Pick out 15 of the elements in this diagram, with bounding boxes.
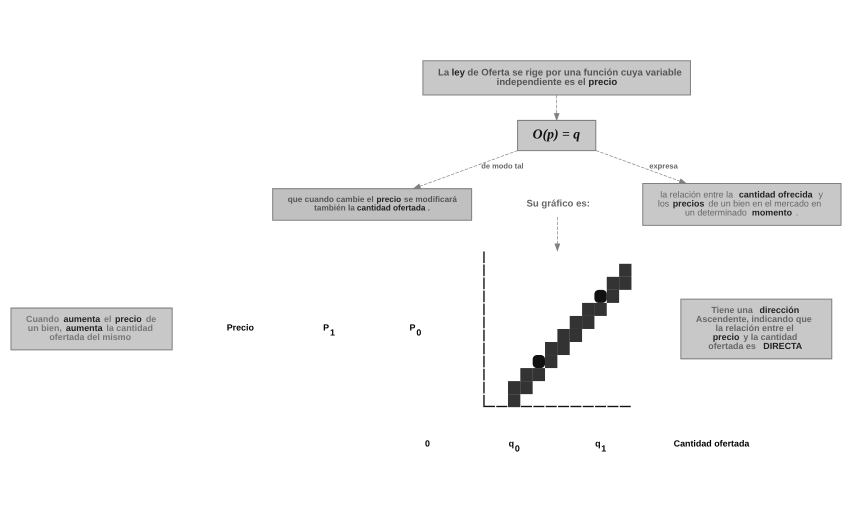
node-box: La ley de Oferta se rige por una función cuya variable independiente es el precio <box>422 60 691 96</box>
node-box: la relación entre la cantidad ofrecida y los precios de un bien en el mercado en un determinado momento. <box>642 183 842 226</box>
edge-label: de modo tal <box>481 161 524 170</box>
node-text: Su gráfico es: <box>526 198 590 210</box>
label: Precio <box>226 322 254 333</box>
arrow <box>412 150 518 189</box>
node-box: Cuando aumenta el precio de un bien, aumenta la cantidad ofertada del mismo <box>10 308 173 350</box>
label: 0 <box>424 438 430 449</box>
node-box: Tiene una dirección Ascendente, indicando que la relación entre el precio y la cantidad ofertada es DIRECTA <box>680 298 832 360</box>
label: Cantidad ofertada <box>674 438 750 449</box>
arrow <box>554 216 560 252</box>
arrow <box>596 150 688 184</box>
edge-label: expresa <box>649 161 678 170</box>
arrow <box>554 94 560 122</box>
node-box: O(p) = q <box>517 120 596 152</box>
